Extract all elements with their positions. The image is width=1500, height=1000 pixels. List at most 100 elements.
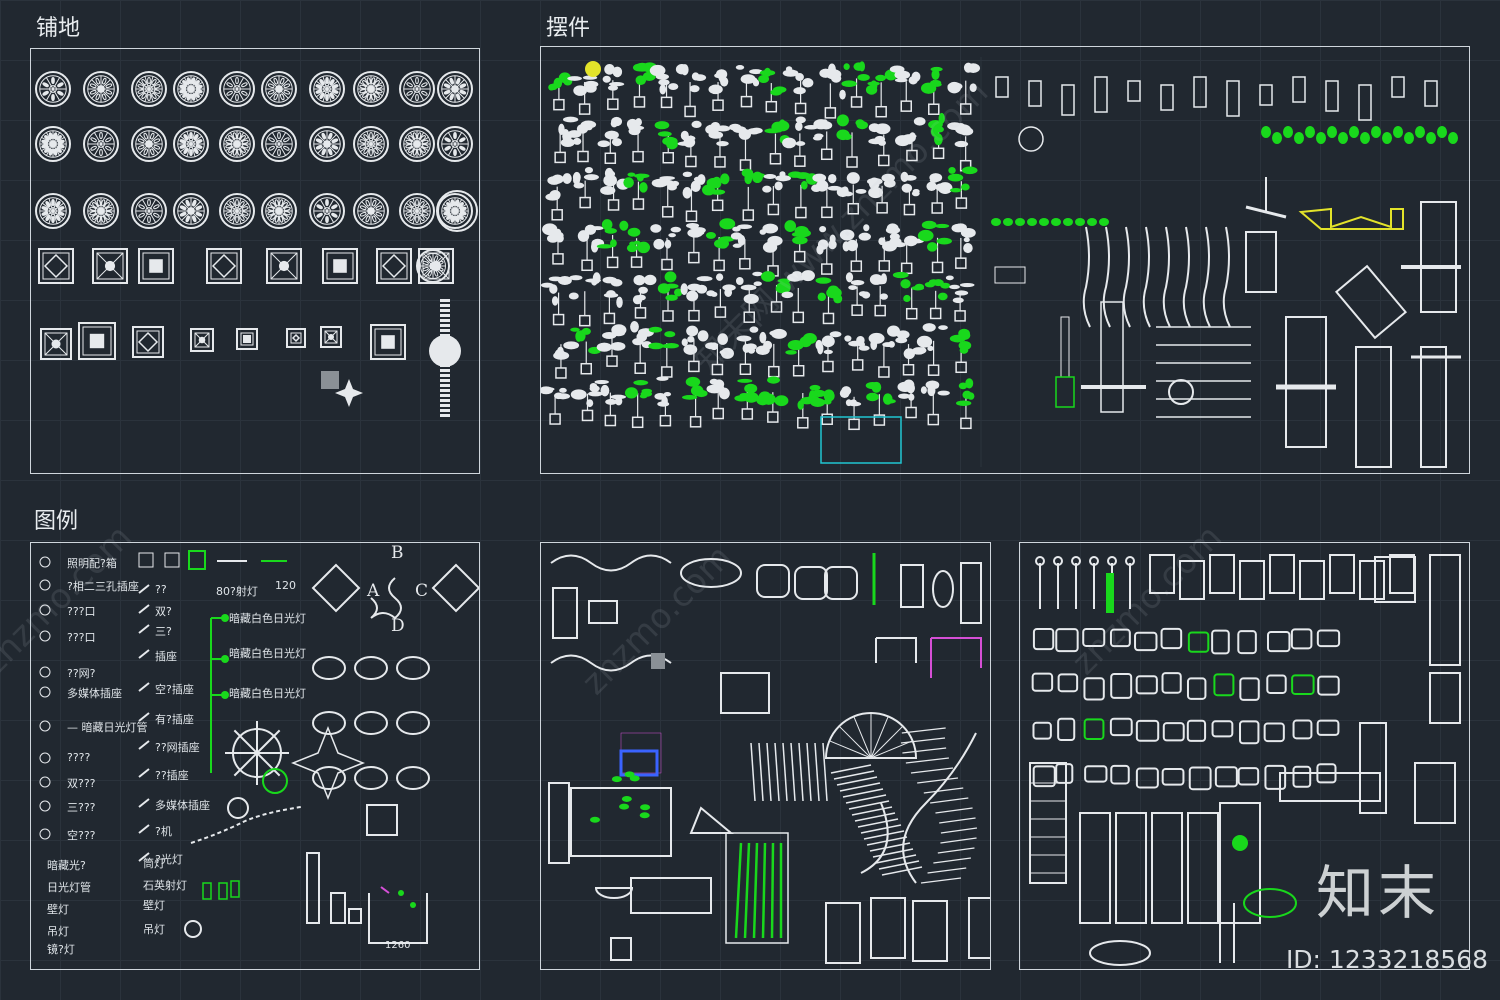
medallion-part: [182, 92, 188, 98]
ornaments-panel[interactable]: [540, 46, 1470, 474]
legend-label: 空?插座: [155, 683, 194, 696]
medallion-part: [446, 214, 452, 220]
medallion-part: [429, 262, 437, 270]
plant-part: [787, 273, 803, 282]
plant-part: [767, 203, 780, 216]
plant-part: [573, 85, 587, 96]
reed-block: [750, 742, 756, 802]
shower-cabin: [1115, 812, 1147, 924]
floor-medallion: [437, 193, 473, 229]
medallion-part: [405, 144, 413, 149]
ornament-plant: [868, 325, 901, 378]
ornament-plant: [736, 326, 759, 375]
bathroom-fixture: [1263, 722, 1285, 743]
plant-part: [827, 173, 837, 184]
green-planter-leaf: [621, 795, 632, 802]
medallion-part: [427, 255, 433, 262]
medallion-part: [147, 93, 151, 102]
stair-tread: [863, 830, 905, 840]
plant-part: [954, 140, 969, 148]
fan-window-mullion: [870, 740, 913, 759]
bathroom-appliance-panel[interactable]: [1019, 542, 1470, 970]
grey-swatch: [651, 653, 665, 669]
reed-block: [758, 742, 764, 802]
plant-part: [794, 226, 809, 236]
ornament-vase: [1193, 76, 1207, 108]
ornate-frame: [794, 566, 828, 600]
floor-tile: [376, 248, 412, 284]
cabinet-block: [1209, 554, 1235, 594]
green-bamboo: [770, 842, 775, 939]
medallion-part: [153, 138, 161, 143]
plant-part: [917, 229, 934, 242]
ornament-plant: [682, 376, 708, 428]
legend-label: 石英射灯: [143, 879, 187, 892]
medallion-part: [52, 198, 58, 212]
plant-part: [927, 384, 936, 397]
medallion-part: [148, 88, 154, 102]
decor-stairs-panel[interactable]: [540, 542, 991, 970]
plant-part: [546, 234, 559, 243]
plant-part: [717, 333, 728, 345]
curved-stair-tread: [920, 877, 962, 884]
ornate-frame: [824, 566, 858, 600]
plant-part: [841, 80, 857, 87]
medallion-part: [456, 77, 461, 85]
medallion-part: [194, 80, 200, 86]
medallion-part: [102, 93, 107, 101]
ornament-plant: [839, 386, 862, 431]
medallion-part: [189, 131, 193, 140]
plant-part: [696, 276, 713, 282]
ornament-plant: [741, 168, 766, 221]
plant-part: [824, 107, 837, 119]
medallion-part: [322, 76, 328, 90]
ornament-plant: [706, 378, 730, 420]
plant-part: [762, 185, 772, 193]
medallion-part: [449, 93, 454, 101]
legend-green-box: [188, 550, 206, 570]
bathroom-fixture: [1237, 630, 1257, 655]
medallion-part: [236, 202, 249, 212]
medallion-part: [437, 126, 473, 162]
medallion-part: [141, 79, 147, 86]
cabinet-block: [1359, 560, 1385, 600]
flooring-panel[interactable]: [30, 48, 480, 474]
medallion-part: [89, 90, 97, 95]
utensil-head: [1035, 556, 1045, 566]
wall-decor-circle: [1168, 379, 1194, 405]
green-planter-leaf: [639, 812, 650, 819]
medallion-part: [145, 85, 153, 93]
oval-mirror: [680, 558, 742, 588]
bathroom-fixture: [1160, 627, 1183, 650]
medallion-part: [316, 212, 323, 218]
medallion-part: [145, 140, 153, 148]
ornament-vase: [1127, 80, 1141, 102]
medallion-part: [183, 134, 189, 141]
door-panel: [870, 897, 906, 959]
medallion-part: [219, 126, 255, 162]
plant-part: [594, 379, 609, 385]
medallion-part: [422, 260, 429, 266]
legend-label: 镜?灯: [47, 943, 75, 956]
medallion-part: [275, 207, 283, 215]
medallion-part: [137, 84, 145, 89]
ornament-vase: [995, 76, 1009, 98]
stair-tread: [866, 836, 908, 846]
medallion-part: [190, 143, 203, 153]
plant-part: [630, 256, 643, 268]
floor-medallion: [83, 126, 119, 162]
gym-chair: [1334, 264, 1408, 340]
plant-part: [630, 321, 639, 333]
ornament-plant: [839, 224, 871, 272]
plant-part: [600, 186, 616, 195]
medallion-part: [417, 148, 422, 156]
ornament-plant: [654, 121, 678, 164]
tile-center: [278, 260, 290, 272]
table-block: [875, 637, 917, 663]
ornament-plant: [596, 219, 629, 269]
medallion-part: [451, 207, 459, 215]
legend-switch-symbol: [138, 740, 150, 750]
green-ornament: [1003, 218, 1013, 226]
